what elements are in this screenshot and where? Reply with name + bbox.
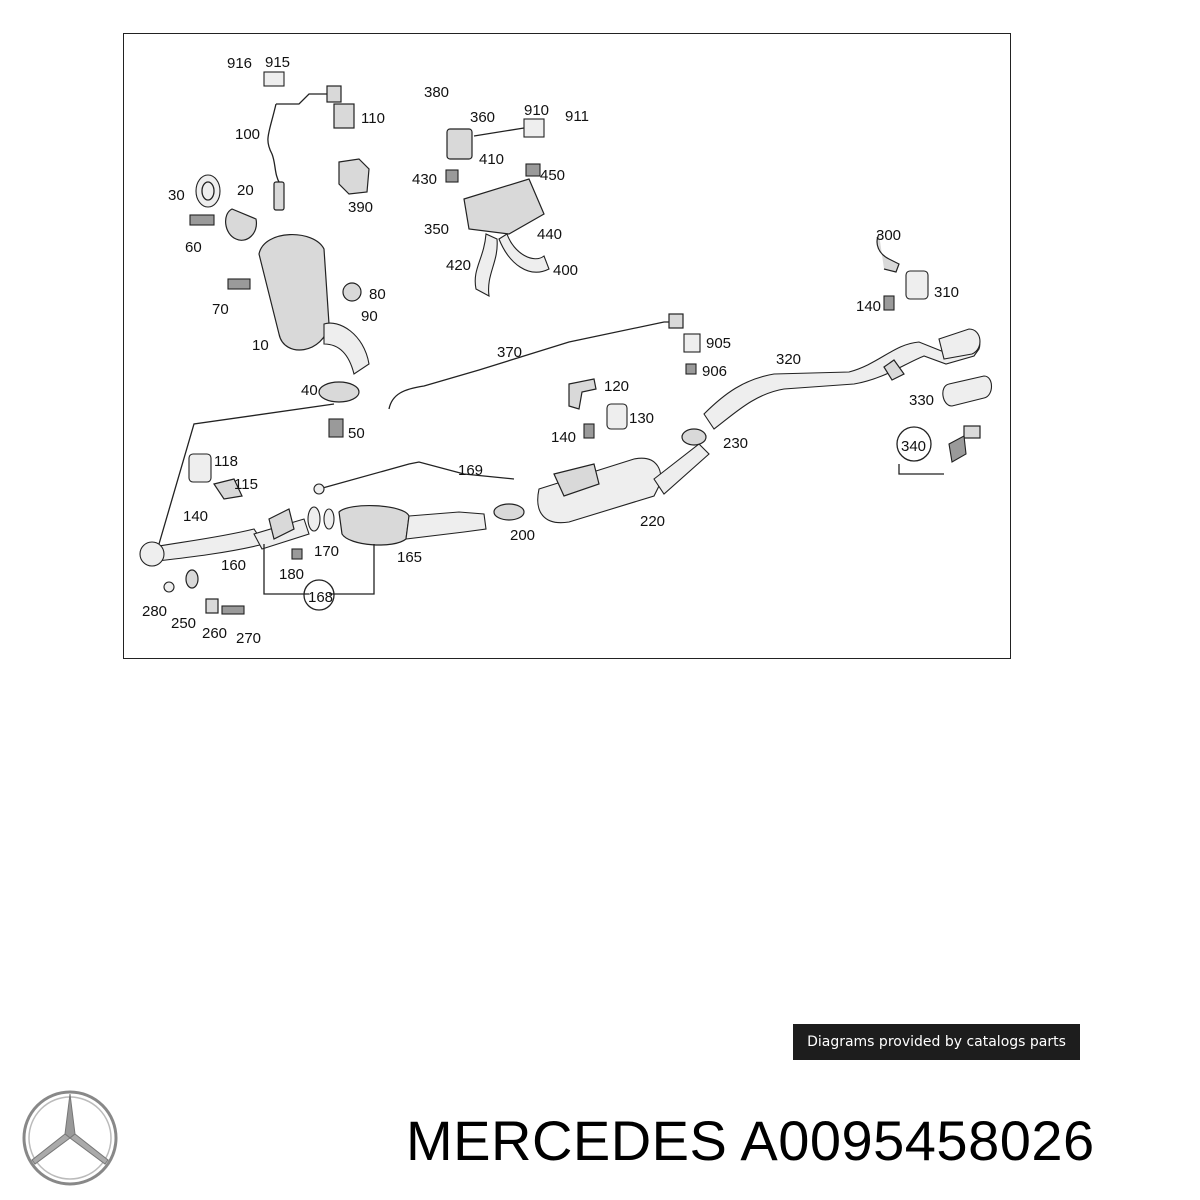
callout-380: 380: [424, 84, 449, 101]
callout-circle-168: [303, 579, 335, 611]
callout-410: 410: [479, 151, 504, 168]
callout-310: 310: [934, 284, 959, 301]
callout-320: 320: [776, 351, 801, 368]
callout-360: 360: [470, 109, 495, 126]
callout-30: 30: [168, 187, 185, 204]
callout-118: 118: [214, 453, 238, 470]
callout-170: 170: [314, 543, 339, 560]
product-title: MERCEDES A0095458026: [406, 1108, 1095, 1173]
fastener-set-part: [163, 569, 245, 615]
credit-badge: Diagrams provided by catalogs parts: [793, 1024, 1080, 1060]
callout-200: 200: [510, 527, 535, 544]
callout-labels: 916 915 110 100 380 360 910 911 410 430 450 390 30 20…: [142, 54, 959, 647]
callout-80: 80: [369, 286, 386, 303]
callout-40: 40: [301, 382, 318, 399]
callout-20: 20: [237, 182, 254, 199]
oxygen-sensor-part: [263, 71, 355, 211]
callout-370: 370: [497, 344, 522, 361]
callout-260: 260: [202, 625, 227, 642]
exploded-parts-diagram: 916 915 110 100 380 360 910 911 410 430 450 390 30 20…: [123, 33, 1011, 659]
callout-140: 140: [551, 429, 576, 446]
callout-90: 90: [361, 308, 378, 325]
callout-220: 220: [640, 513, 665, 530]
intermediate-pipe-part: [253, 505, 487, 560]
callout-60: 60: [185, 239, 202, 256]
pipe-clamp-part: [493, 503, 525, 521]
callout-140: 140: [183, 508, 208, 525]
callout-10: 10: [252, 337, 269, 354]
product-part-number: A0095458026: [740, 1109, 1095, 1172]
callout-450: 450: [540, 167, 565, 184]
pressure-sensor-bracket-part: [445, 118, 550, 297]
rear-mount-part: [188, 453, 243, 500]
callout-110: 110: [361, 110, 385, 127]
callout-100: 100: [235, 126, 260, 143]
callout-bracket-168: [263, 544, 375, 595]
rubber-mount-part: [876, 233, 929, 311]
rear-pipe-part: [681, 328, 981, 446]
callout-115: 115: [234, 476, 258, 493]
callout-400: 400: [553, 262, 578, 279]
callout-916: 916: [227, 55, 252, 72]
callout-440: 440: [537, 226, 562, 243]
clip-part: [338, 158, 370, 195]
callout-70: 70: [212, 301, 229, 318]
callout-390: 390: [348, 199, 373, 216]
clamp-bolt-part: [896, 425, 981, 463]
callout-905: 905: [706, 335, 731, 352]
front-exhaust-pipe-part: [139, 403, 335, 567]
callout-910: 910: [524, 102, 549, 119]
mercedes-star-icon: [22, 1090, 118, 1186]
callout-169: 169: [458, 462, 483, 479]
callout-906: 906: [702, 363, 727, 380]
callout-50: 50: [348, 425, 365, 442]
callout-180: 180: [279, 566, 304, 583]
callout-165: 165: [397, 549, 422, 566]
tail-pipe-part: [942, 375, 993, 407]
callout-160: 160: [221, 557, 246, 574]
callout-bracket-340: [898, 464, 944, 475]
callout-420: 420: [446, 257, 471, 274]
muffler-part: [537, 443, 710, 524]
callout-140: 140: [856, 298, 881, 315]
sensor-line-part: [388, 313, 701, 410]
callout-168: 168: [308, 589, 333, 606]
callout-430: 430: [412, 171, 437, 188]
callout-230: 230: [723, 435, 748, 452]
exhaust-clamp-part: [318, 381, 360, 438]
pipe-part: [313, 461, 515, 495]
callout-130: 130: [629, 410, 654, 427]
diagram-canvas: 916 915 110 100 380 360 910 911 410 430 450 390 30 20…: [139, 54, 993, 647]
product-brand: MERCEDES: [406, 1109, 728, 1172]
callout-280: 280: [142, 603, 167, 620]
gasket-part: [189, 174, 258, 241]
callout-250: 250: [171, 615, 196, 632]
callout-330: 330: [909, 392, 934, 409]
callout-120: 120: [604, 378, 629, 395]
catalytic-converter-part: [227, 234, 370, 375]
callout-270: 270: [236, 630, 261, 647]
callout-915: 915: [265, 54, 290, 71]
callout-340: 340: [901, 438, 926, 455]
callout-300: 300: [876, 227, 901, 244]
hanger-bracket-part: [568, 378, 628, 439]
callout-350: 350: [424, 221, 449, 238]
callout-911: 911: [565, 108, 589, 125]
